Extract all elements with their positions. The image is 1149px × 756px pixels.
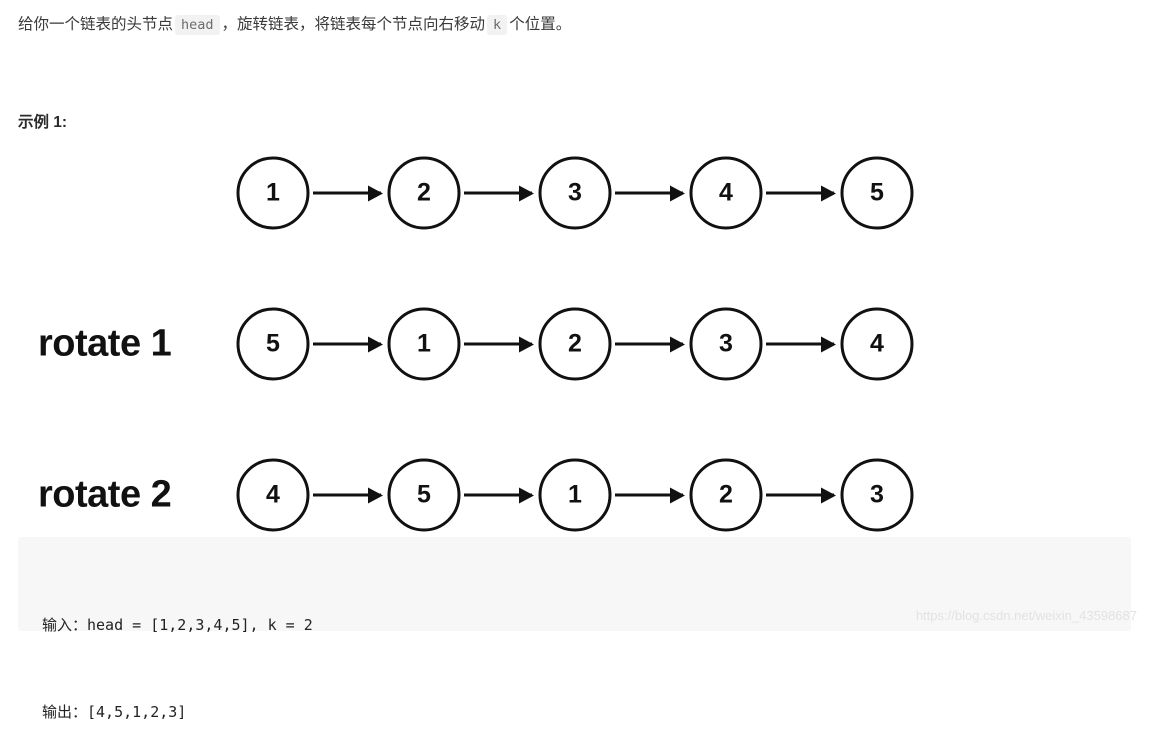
- inline-code-k: k: [487, 15, 508, 35]
- list-arrow: [615, 342, 683, 346]
- list-node: 3: [689, 307, 763, 381]
- input-line: 输入：head = [1,2,3,4,5], k = 2: [42, 616, 313, 634]
- list-arrow: [615, 493, 683, 497]
- list-node: 2: [538, 307, 612, 381]
- list-node: 4: [689, 156, 763, 230]
- linked-list-diagram: 1 2 3 4 5 rotate 1 5 1 2 3 4 rotate 2 4 …: [0, 140, 1149, 540]
- output-line: 输出：[4,5,1,2,3]: [42, 703, 187, 721]
- list-node: 4: [840, 307, 914, 381]
- list-node: 5: [840, 156, 914, 230]
- list-arrow: [766, 191, 834, 195]
- example-heading: 示例 1:: [18, 114, 68, 131]
- list-arrow: [464, 493, 532, 497]
- list-node: 1: [387, 307, 461, 381]
- list-node: 5: [236, 307, 310, 381]
- watermark: https://blog.csdn.net/weixin_43598687: [915, 608, 1137, 623]
- list-arrow: [464, 342, 532, 346]
- problem-text-part-1: 给你一个链表的头节点: [18, 16, 174, 33]
- list-node: 1: [236, 156, 310, 230]
- io-code-block: 输入：head = [1,2,3,4,5], k = 2 输出：[4,5,1,2…: [18, 537, 1131, 721]
- list-node: 5: [387, 458, 461, 532]
- list-arrow: [766, 342, 834, 346]
- inline-code-head: head: [175, 15, 220, 35]
- list-node: 4: [236, 458, 310, 532]
- problem-text-part-2: ，旋转链表，将链表每个节点向右移动: [221, 16, 486, 33]
- list-arrow: [615, 191, 683, 195]
- list-node: 3: [538, 156, 612, 230]
- list-node: 1: [538, 458, 612, 532]
- row-label-rotate-2: rotate 2: [38, 473, 172, 516]
- list-arrow: [766, 493, 834, 497]
- list-node: 2: [387, 156, 461, 230]
- problem-text-part-3: 个位置。: [509, 16, 572, 33]
- list-arrow: [313, 191, 381, 195]
- list-node: 3: [840, 458, 914, 532]
- list-arrow: [313, 342, 381, 346]
- row-label-rotate-1: rotate 1: [38, 322, 172, 365]
- list-arrow: [464, 191, 532, 195]
- list-arrow: [313, 493, 381, 497]
- list-node: 2: [689, 458, 763, 532]
